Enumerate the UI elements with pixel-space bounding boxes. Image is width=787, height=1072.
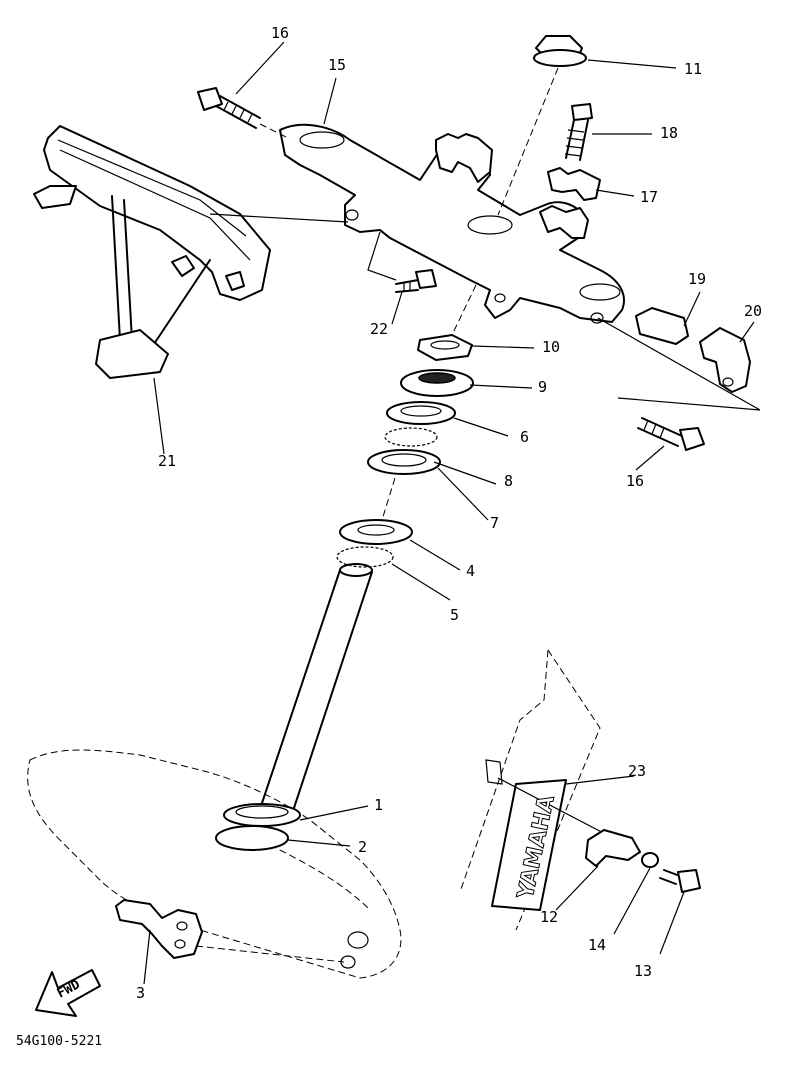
callout-3: 3 [136,984,146,1002]
bolt-22 [367,231,437,293]
bolt-13 [659,869,701,893]
callout-13: 13 [634,962,653,980]
under-bracket-outline [27,749,402,979]
callout-12: 12 [540,908,559,926]
callout-4: 4 [466,562,476,580]
callout-16-top: 16 [271,24,290,42]
upper-bracket [279,123,625,324]
callout-6: 6 [520,428,530,446]
callout-7: 7 [490,514,500,532]
steering-lock-3 [115,899,345,963]
upper-handle-holder [547,167,601,201]
cable-clamp-19 [635,307,689,345]
bracket-20 [699,327,751,393]
pinch-bolt-top [197,87,289,139]
pinch-bolt-right [637,417,705,451]
fork-tube-outline [459,649,637,931]
holder-bolt [564,103,593,161]
callout-17: 17 [640,188,659,206]
callout-21: 21 [158,452,177,470]
callout-5: 5 [450,606,460,624]
callout-1: 1 [374,796,384,814]
clamp-12 [585,829,641,867]
callout-14: 14 [588,936,607,954]
callout-2: 2 [358,838,368,856]
drawing-code: 54G100-5221 [16,1034,103,1049]
bearing-stack [215,284,477,851]
steering-nut [497,35,587,216]
callout-18: 18 [660,124,679,142]
callout-20: 20 [744,302,763,320]
callout-8: 8 [504,472,514,490]
callout-11: 11 [684,60,703,78]
steering-stem [257,563,373,821]
callout-19: 19 [688,270,707,288]
callout-9: 9 [538,378,548,396]
fwd-arrow-icon: FWD [35,969,101,1017]
leader-lines [143,41,755,985]
callout-10: 10 [542,338,561,356]
washer-14 [641,852,659,868]
number-plate-21 [33,125,349,379]
callout-23: 23 [628,762,647,780]
callout-15: 15 [328,56,347,74]
callout-16-right: 16 [626,472,645,490]
callout-22: 22 [370,320,389,338]
